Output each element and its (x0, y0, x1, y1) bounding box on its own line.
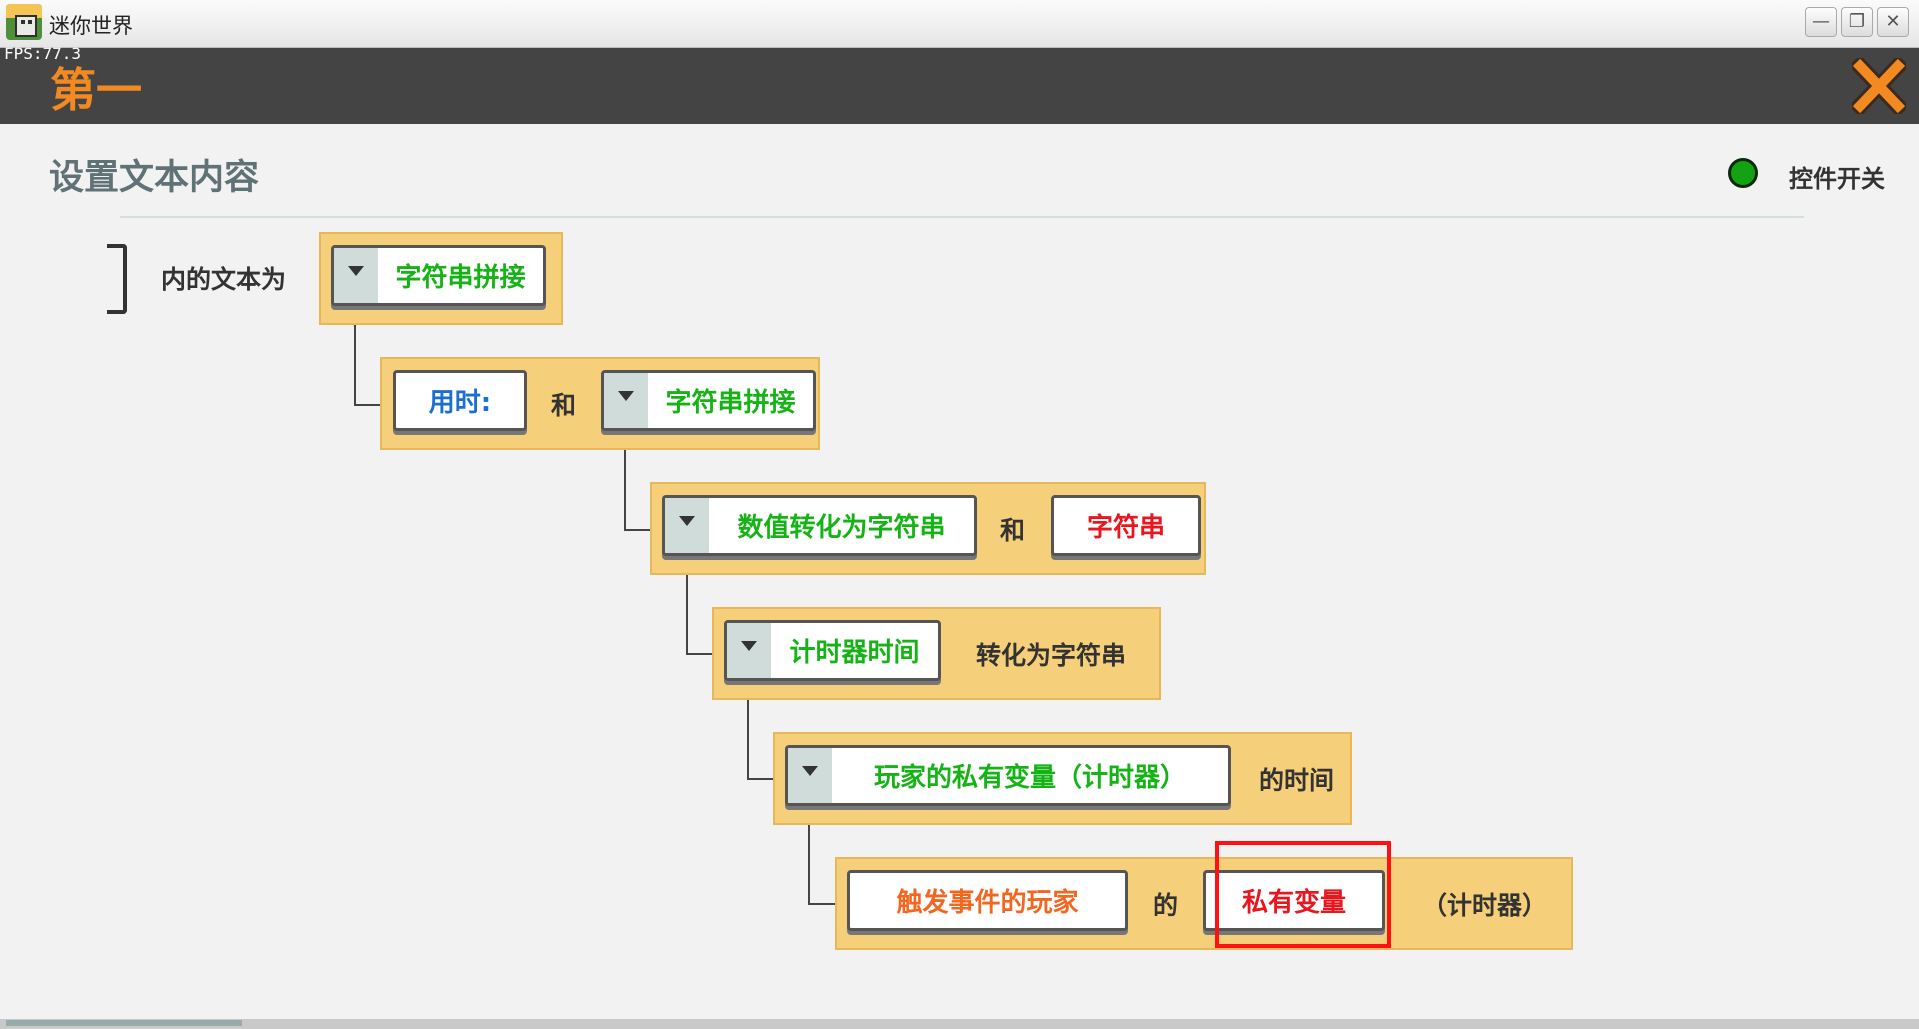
window-close-button[interactable]: ✕ (1877, 7, 1909, 37)
control-toggle[interactable] (1728, 158, 1758, 188)
window-title: 迷你世界 (49, 14, 133, 38)
suffix-label: （计时器） (1422, 891, 1548, 920)
timer-time-block[interactable]: 计时器时间 (724, 620, 941, 681)
editor-header: 第一 (0, 48, 1919, 124)
header-title: 第一 (50, 63, 142, 117)
joiner-label: 和 (551, 391, 577, 420)
connector-line (686, 555, 718, 655)
connector-line (747, 680, 779, 780)
number-to-string-block[interactable]: 数值转化为字符串 (662, 495, 977, 556)
joiner-label: 和 (1000, 516, 1026, 545)
block-label: 用时: (428, 388, 492, 418)
block-label: 字符串 (1086, 513, 1165, 543)
block-label: 计时器时间 (789, 638, 920, 668)
private-variable-block[interactable]: 私有变量 (1203, 870, 1385, 931)
prefix-label: 内的文本为 (161, 265, 287, 294)
app-logo-icon (6, 4, 42, 40)
string-concat-block[interactable]: 字符串拼接 (331, 245, 546, 306)
block-label: 数值转化为字符串 (737, 513, 946, 543)
selection-highlight (1215, 841, 1391, 948)
chevron-down-icon[interactable] (334, 248, 378, 303)
connector-line (624, 431, 656, 531)
window-titlebar: 迷你世界 — ❐ ✕ (0, 0, 1919, 48)
text-block[interactable]: 用时: (393, 370, 527, 431)
block-label: 触发事件的玩家 (896, 888, 1079, 918)
block-label: 玩家的私有变量（计时器） (873, 763, 1186, 793)
chevron-down-icon[interactable] (788, 748, 832, 803)
object-slot-bracket[interactable] (107, 244, 127, 314)
block-label: 字符串拼接 (395, 263, 526, 293)
connector-line (354, 306, 386, 406)
block-label: 字符串拼接 (665, 388, 796, 418)
chevron-down-icon[interactable] (604, 373, 648, 428)
restore-button[interactable]: ❐ (1841, 7, 1873, 37)
panel-title: 设置文本内容 (49, 158, 260, 198)
string-block[interactable]: 字符串 (1051, 495, 1201, 556)
trigger-player-block[interactable]: 触发事件的玩家 (847, 870, 1128, 931)
block-label: 私有变量 (1241, 888, 1346, 918)
suffix-label: 的时间 (1259, 766, 1335, 795)
scrollbar-thumb[interactable] (6, 1020, 242, 1026)
connector-line (808, 805, 840, 905)
suffix-label: 转化为字符串 (976, 641, 1127, 670)
chevron-down-icon[interactable] (727, 623, 771, 678)
joiner-label: 的 (1153, 891, 1179, 920)
close-icon[interactable] (1852, 58, 1906, 114)
minimize-button[interactable]: — (1805, 7, 1837, 37)
player-private-variable-block[interactable]: 玩家的私有变量（计时器） (785, 745, 1231, 806)
fps-counter: FPS:77.3 (4, 44, 82, 63)
string-concat-block[interactable]: 字符串拼接 (601, 370, 816, 431)
horizontal-scrollbar[interactable] (0, 1019, 1919, 1029)
control-toggle-label: 控件开关 (1789, 165, 1885, 193)
divider (120, 216, 1804, 218)
chevron-down-icon[interactable] (665, 498, 709, 553)
